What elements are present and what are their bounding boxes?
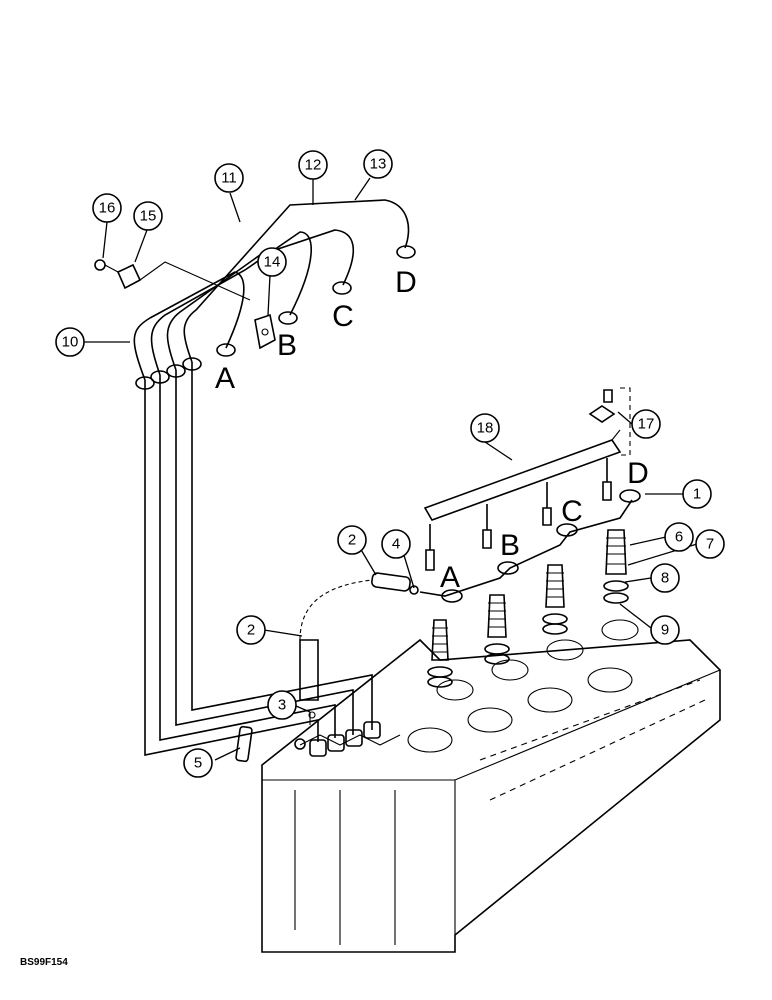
callout-6: 6 [664, 522, 694, 552]
callout-2-lower: 2 [236, 615, 266, 645]
clamp-bracket [94, 259, 276, 350]
callout-8: 8 [650, 563, 680, 593]
callout-17: 17 [631, 409, 661, 439]
svg-text:8: 8 [661, 570, 669, 587]
callout-16: 16 [92, 193, 122, 223]
svg-text:14: 14 [264, 254, 281, 271]
injector-letter-a: A [440, 561, 460, 594]
figure-id: BS99F154 [20, 957, 68, 968]
callout-1: 1 [682, 479, 712, 509]
svg-text:12: 12 [305, 157, 322, 174]
injectors [427, 529, 629, 688]
callout-3: 3 [267, 690, 297, 720]
svg-text:4: 4 [392, 536, 400, 553]
svg-text:10: 10 [62, 334, 79, 351]
injector-letter-b: B [500, 529, 520, 562]
svg-text:5: 5 [194, 755, 202, 772]
callout-4: 4 [381, 529, 411, 559]
line-letter-d: D [395, 266, 417, 299]
callout-7: 7 [695, 529, 725, 559]
callout-13: 13 [363, 149, 393, 179]
callout-14: 14 [257, 247, 287, 277]
svg-text:18: 18 [477, 420, 494, 437]
callout-10: 10 [55, 327, 85, 357]
svg-text:15: 15 [140, 208, 157, 225]
svg-text:6: 6 [675, 529, 683, 546]
callout-9: 9 [650, 615, 680, 645]
injector-letter-d: D [627, 457, 649, 490]
callout-12: 12 [298, 150, 328, 180]
return-hose [235, 572, 419, 763]
glow-plug-bus-bar [423, 387, 631, 571]
svg-text:11: 11 [221, 170, 237, 187]
svg-text:1: 1 [693, 486, 701, 503]
line-letter-b: B [277, 329, 297, 362]
callout-18: 18 [470, 413, 500, 443]
pump-delivery-valves [294, 721, 381, 757]
svg-text:7: 7 [706, 536, 714, 553]
callout-11: 11 [214, 163, 244, 193]
leader-lines [84, 177, 698, 761]
svg-text:9: 9 [661, 622, 669, 639]
line-letter-a: A [215, 362, 235, 395]
svg-text:2: 2 [247, 622, 255, 639]
svg-text:3: 3 [278, 697, 286, 714]
leak-off-line [419, 489, 641, 603]
injection-lines [133, 199, 416, 756]
svg-text:2: 2 [348, 532, 356, 549]
svg-text:17: 17 [638, 416, 655, 433]
injector-letter-c: C [561, 495, 583, 528]
callout-5: 5 [183, 748, 213, 778]
line-letter-c: C [332, 300, 354, 333]
cylinder-head [261, 619, 721, 953]
svg-text:16: 16 [99, 200, 116, 217]
callout-2-upper: 2 [337, 525, 367, 555]
svg-text:13: 13 [370, 156, 387, 173]
callout-15: 15 [133, 201, 163, 231]
